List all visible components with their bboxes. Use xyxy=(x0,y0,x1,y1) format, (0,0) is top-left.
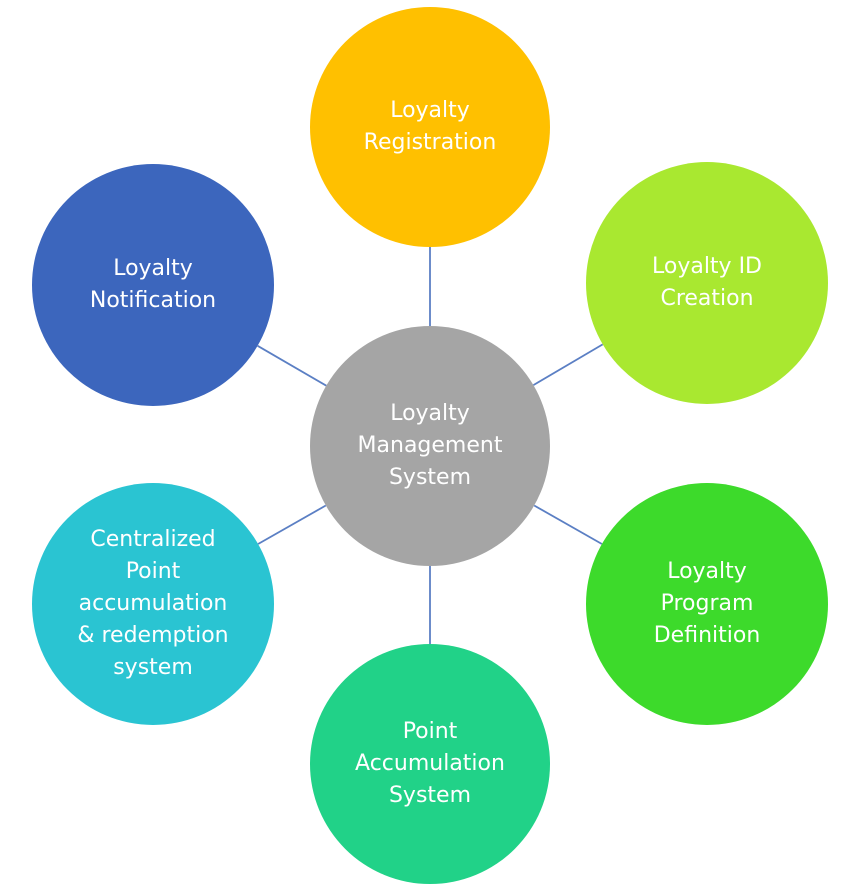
node-label-line: Management xyxy=(358,433,503,458)
node-label-line: Loyalty xyxy=(390,401,470,426)
node-circle-point-accumulation-system xyxy=(310,644,550,884)
node-label-line: Loyalty ID xyxy=(652,254,762,279)
node-label-line: & redemption xyxy=(77,623,228,648)
node-label-line: Accumulation xyxy=(355,751,505,776)
node-label-line: System xyxy=(389,783,471,808)
node-label-line: Loyalty xyxy=(113,256,193,281)
node-label-line: System xyxy=(389,465,471,490)
node-label-line: Loyalty xyxy=(667,559,747,584)
connectors xyxy=(257,247,604,644)
node-label-line: accumulation xyxy=(79,591,228,616)
node-label-line: Definition xyxy=(654,623,761,648)
node-label-line: system xyxy=(113,655,193,680)
node-label-line: Notification xyxy=(90,288,216,313)
node-label-line: Centralized xyxy=(90,527,215,552)
node-label-line: Program xyxy=(661,591,754,616)
node-circle-loyalty-notification xyxy=(32,164,274,406)
node-circle-centralized-point-accumulation xyxy=(32,483,274,725)
node-circle-loyalty-id-creation xyxy=(586,162,828,404)
connector-loyalty-program-definition xyxy=(533,504,603,545)
node-loyalty-id-creation: Loyalty ID Creation xyxy=(586,162,828,404)
node-circle-loyalty-registration xyxy=(310,7,550,247)
node-label-line: Registration xyxy=(364,130,497,155)
node-label-line: Point xyxy=(403,719,458,744)
node-label-line: Creation xyxy=(660,286,753,311)
connector-centralized-point-accumulation xyxy=(257,504,327,545)
center-circle xyxy=(310,326,550,566)
connector-loyalty-id-creation xyxy=(532,343,604,386)
connector-loyalty-notification xyxy=(257,345,327,387)
node-label-line: Point xyxy=(126,559,181,584)
node-circle-loyalty-program-definition xyxy=(586,483,828,725)
node-label-line: Loyalty xyxy=(390,98,470,123)
